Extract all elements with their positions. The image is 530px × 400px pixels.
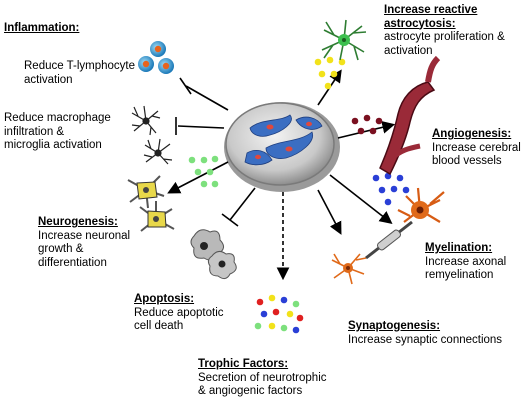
arrow-angiogenesis xyxy=(337,121,396,139)
connectors xyxy=(167,69,396,281)
apoptosis-label: Apoptosis: Reduce apoptotic cell death xyxy=(134,293,224,332)
t-cell-icon xyxy=(138,41,174,74)
neurogenesis-label: Neurogenesis: Increase neuronal growth &… xyxy=(38,216,131,269)
apoptotic-cell-icon xyxy=(190,229,237,280)
inhibit-line-macrophage xyxy=(177,125,225,129)
astrocyte-icon xyxy=(321,19,367,61)
astrocytosis-label: Increase reactive astrocytosis: astrocyt… xyxy=(384,4,505,57)
trophic-factors-label: Trophic Factors: Secretion of neurotroph… xyxy=(198,358,327,397)
blood-vessel-icon xyxy=(379,55,441,176)
inflammation-label: Inflammation: xyxy=(4,22,80,34)
inhibit-line-apoptosis xyxy=(229,187,256,221)
arrow-synaptogenesis xyxy=(317,189,342,235)
neurogenesis-factor-dots xyxy=(188,155,219,188)
macrophage-label: Reduce macrophage infiltration & microgl… xyxy=(4,112,111,151)
myelination-factor-dots xyxy=(372,172,410,206)
stem-cells xyxy=(244,114,323,166)
synapse-neuron-icon xyxy=(331,253,367,285)
astrocytosis-factor-dots xyxy=(314,56,346,90)
angiogenesis-label: Angiogenesis: Increase cerebral blood ve… xyxy=(432,128,521,167)
inhibit-line-tcell xyxy=(185,85,229,111)
oligodendrocyte-icon xyxy=(365,187,445,260)
arrow-myelination xyxy=(329,174,393,224)
myelination-label: Myelination: Increase axonal remyelinati… xyxy=(425,242,507,281)
microglia-icon xyxy=(131,105,173,165)
petri-dish-icon xyxy=(224,102,340,192)
angiogenesis-factor-dots xyxy=(351,114,383,135)
trophic-factor-dots xyxy=(254,294,304,334)
synaptogenesis-label: Synaptogenesis: Increase synaptic connec… xyxy=(348,320,503,346)
arrow-neurogenesis xyxy=(167,161,229,194)
neuron-icon xyxy=(127,175,175,232)
t-lymphocyte-label: Reduce T-lymphocyte activation xyxy=(24,60,136,86)
